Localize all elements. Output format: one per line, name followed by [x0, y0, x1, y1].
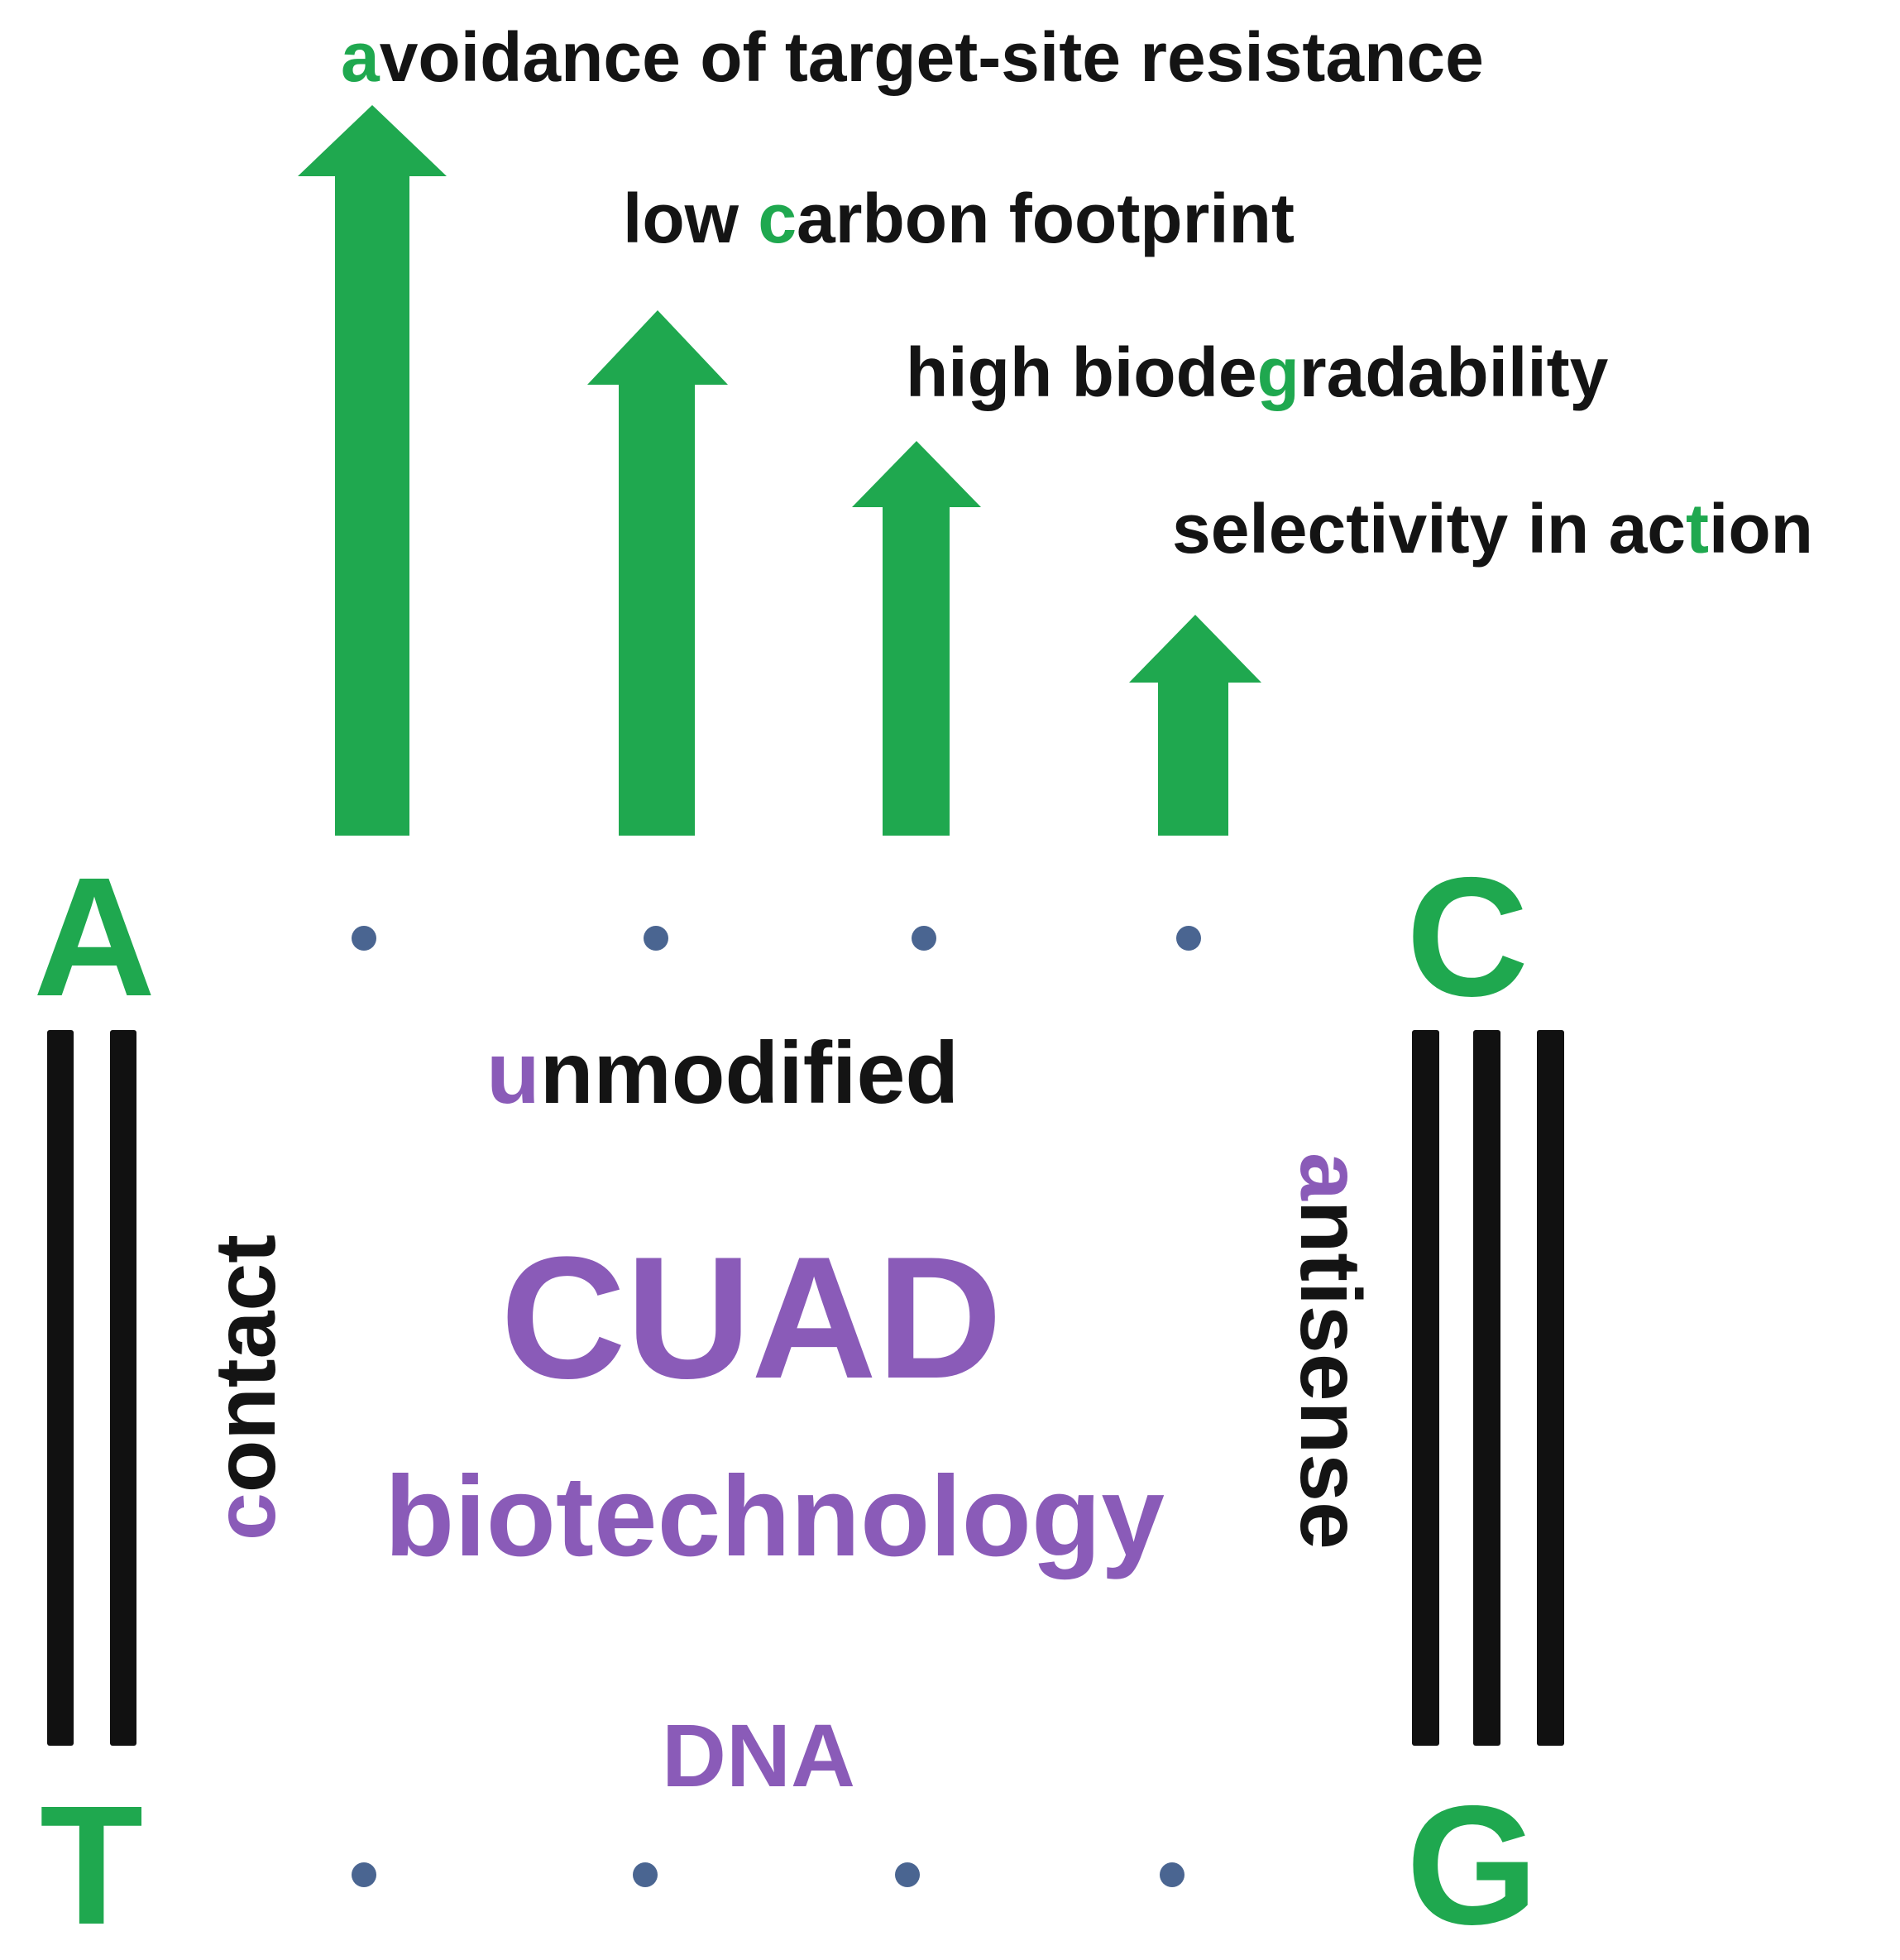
benefit-arrow-1: [298, 105, 447, 836]
unmodified-rest: nmodified: [539, 1024, 960, 1122]
benefit-2-lead: low: [623, 180, 759, 257]
benefit-label-2: low carbon footprint: [623, 184, 1295, 253]
bottom-dot-row: [352, 1862, 1185, 1887]
base-c: C: [1406, 842, 1529, 1032]
contact-rest: ontact: [198, 1234, 294, 1493]
base-a: A: [33, 842, 156, 1032]
benefit-2-rest: arbon footprint: [797, 180, 1295, 257]
contact-accent: c: [198, 1493, 294, 1541]
contact-label: contact: [198, 1234, 294, 1541]
unmodified-label: unmodified: [486, 1029, 959, 1117]
benefit-1-accent: a: [341, 18, 380, 96]
dna-label: DNA: [662, 1705, 855, 1805]
unmodified-accent: u: [486, 1024, 540, 1122]
base-t: T: [40, 1771, 144, 1960]
top-dot-row: [352, 926, 1201, 951]
benefit-1-rest: voidance of target-site resistance: [379, 18, 1484, 96]
antisense-label: antisense: [1282, 1153, 1378, 1550]
benefit-2-accent: c: [758, 180, 797, 257]
benefit-label-1: avoidance of target-site resistance: [341, 22, 1484, 92]
antisense-rest: ntisense: [1282, 1200, 1378, 1550]
benefit-arrow-4: [1129, 615, 1261, 836]
c-g-triple-bond: [1412, 1030, 1564, 1746]
benefit-label-4: selectivity in action: [1172, 494, 1813, 563]
benefit-arrow-3: [852, 441, 981, 836]
cuad-title: CUAD: [500, 1220, 1003, 1415]
biotechnology-label: biotechnology: [385, 1453, 1165, 1580]
benefit-4-lead: selectivity in ac: [1172, 490, 1687, 568]
benefit-3-accent: g: [1256, 333, 1299, 411]
benefit-3-rest: radability: [1299, 333, 1609, 411]
antisense-accent: a: [1282, 1153, 1378, 1200]
benefit-4-accent: t: [1686, 490, 1710, 568]
a-t-double-bond: [47, 1030, 136, 1746]
base-g: G: [1406, 1771, 1539, 1960]
benefit-label-3: high biodegradability: [906, 338, 1608, 407]
benefit-arrow-2: [587, 310, 728, 836]
benefit-4-rest: ion: [1709, 490, 1813, 568]
benefit-3-lead: high biode: [906, 333, 1257, 411]
